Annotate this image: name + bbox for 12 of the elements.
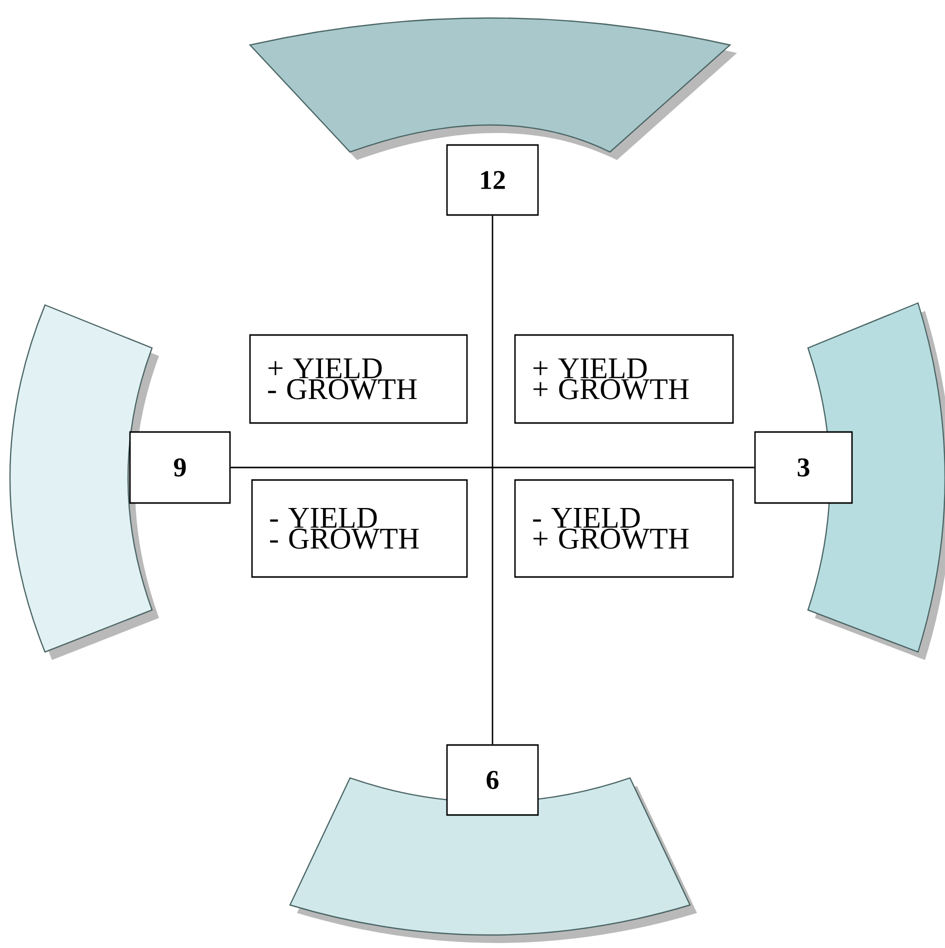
number-box: 3	[754, 431, 853, 504]
label-box: + YIELD - GROWTH	[249, 334, 468, 424]
arc-band	[9, 304, 159, 660]
number-box: 12	[446, 144, 539, 216]
arc-band	[249, 17, 737, 160]
number-box: 6	[446, 744, 539, 816]
number-box: 9	[129, 431, 231, 504]
label-box: + YIELD + GROWTH	[514, 334, 734, 424]
connector-line	[492, 216, 494, 744]
connector-line	[230, 466, 754, 468]
label-box: - YIELD - GROWTH	[251, 479, 468, 578]
label-box: - YIELD + GROWTH	[514, 479, 734, 578]
